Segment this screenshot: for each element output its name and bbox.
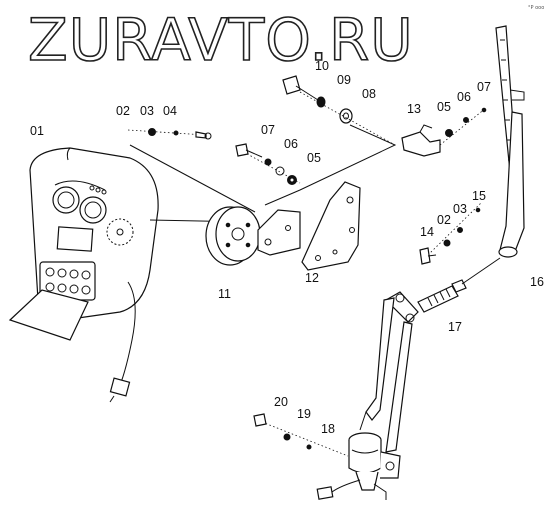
screw-group-left	[127, 128, 212, 140]
label-13: 13	[407, 102, 421, 116]
label-18: 18	[321, 422, 335, 436]
label-03: 03	[140, 104, 154, 118]
label-09: 09	[337, 73, 351, 87]
wiper-clip	[401, 124, 441, 157]
part-labels: 01 02 03 04 07 06 05 10 09 08 11 12 13 0…	[30, 59, 544, 436]
label-15: 15	[472, 189, 486, 203]
label-20: 20	[274, 395, 288, 409]
label-03-right: 03	[453, 202, 467, 216]
wiper-motor	[316, 432, 401, 500]
label-05-center: 05	[307, 151, 321, 165]
washer-group-right	[439, 107, 487, 146]
label-17: 17	[448, 320, 462, 334]
bolt-group-top	[282, 75, 396, 146]
label-07-right: 07	[477, 80, 491, 94]
label-02-right: 02	[437, 213, 451, 227]
linkage-spindle	[417, 257, 501, 313]
screw-group-center	[235, 143, 301, 185]
wiper-arm	[498, 111, 525, 258]
label-16: 16	[530, 275, 544, 289]
bolt-group-bottom	[253, 413, 349, 457]
label-19: 19	[297, 407, 311, 421]
label-14: 14	[420, 225, 434, 239]
label-06-center: 06	[284, 137, 298, 151]
label-10: 10	[315, 59, 329, 73]
label-02: 02	[116, 104, 130, 118]
label-08: 08	[362, 87, 376, 101]
label-07-center: 07	[261, 123, 275, 137]
label-06-right: 06	[457, 90, 471, 104]
linkage-rods	[359, 291, 419, 453]
nut-group-right	[419, 201, 483, 265]
watermark-text: ZURAVTO.RU	[28, 6, 414, 74]
instrument-panel	[8, 147, 159, 403]
mount-bracket-small	[257, 209, 301, 256]
label-01: 01	[30, 124, 44, 138]
label-12: 12	[305, 271, 319, 285]
label-04: 04	[163, 104, 177, 118]
corner-mark: °P ooo	[528, 5, 544, 11]
label-05-right: 05	[437, 100, 451, 114]
drive-wheel	[205, 206, 261, 266]
mounting-plate	[301, 181, 361, 271]
label-11: 11	[218, 287, 231, 301]
